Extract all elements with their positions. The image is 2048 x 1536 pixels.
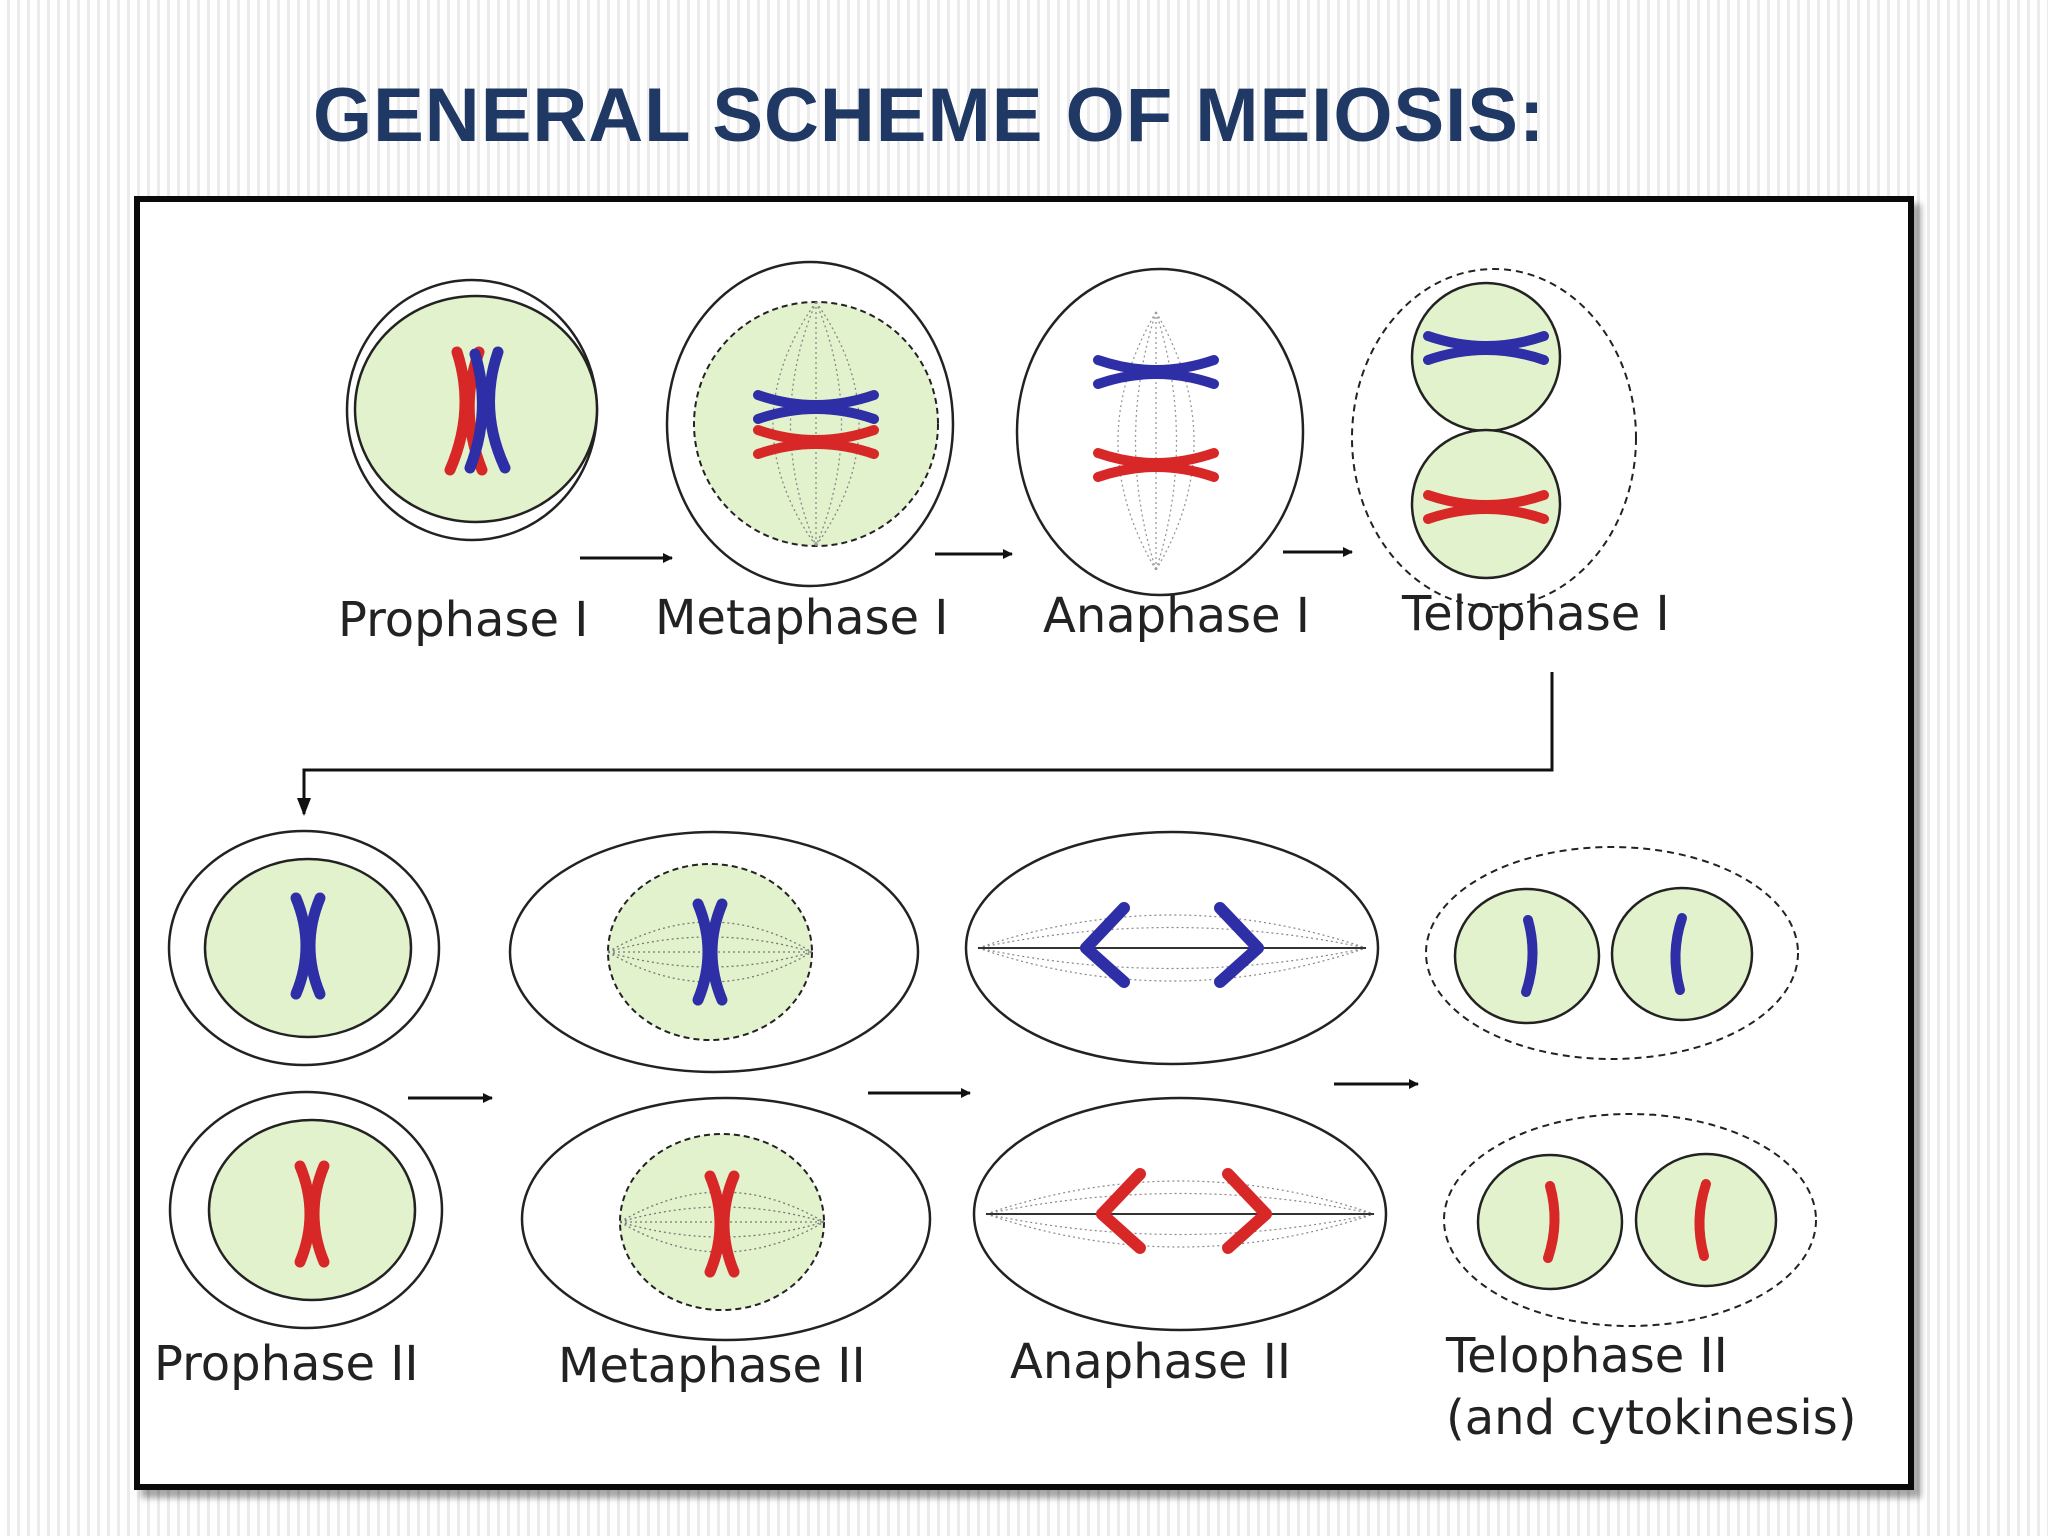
telophase-1-cell — [1351, 268, 1637, 608]
homologous-chromosomes — [444, 346, 511, 476]
diagram-frame: Prophase I Metaphase I Anaphase I Teloph… — [134, 196, 1914, 1490]
label-prophase-2: Prophase II — [154, 1336, 419, 1392]
prophase-2-red-cell — [168, 1090, 444, 1330]
metaphase-2-blue-cell — [508, 830, 920, 1074]
prophase-1-cell — [345, 278, 599, 542]
metaphase-1-cell — [665, 260, 955, 588]
metaphase-2-red-cell — [520, 1096, 932, 1342]
telophase-2-blue-cell — [1425, 846, 1799, 1060]
meiosis-diagram: Prophase I Metaphase I Anaphase I Teloph… — [154, 260, 1856, 1446]
label-metaphase-2: Metaphase II — [558, 1338, 866, 1394]
telophase-2-red-cell — [1443, 1113, 1817, 1327]
label-metaphase-1: Metaphase I — [655, 590, 948, 646]
anaphase-2-red-cell — [972, 1096, 1388, 1332]
label-telophase-1: Telophase I — [1401, 586, 1670, 642]
slide-title: GENERAL SCHEME OF MEIOSIS: — [313, 73, 1546, 158]
prophase-2-blue-cell — [167, 829, 441, 1067]
anaphase-2-blue-cell — [964, 830, 1380, 1066]
label-prophase-1: Prophase I — [338, 592, 588, 648]
label-anaphase-2: Anaphase II — [1010, 1334, 1291, 1390]
connector-arrow — [297, 672, 1554, 816]
label-anaphase-1: Anaphase I — [1043, 588, 1310, 644]
anaphase-1-cell — [1015, 267, 1305, 597]
label-telophase-2: Telophase II — [1445, 1328, 1728, 1384]
label-cytokinesis: (and cytokinesis) — [1446, 1390, 1856, 1446]
